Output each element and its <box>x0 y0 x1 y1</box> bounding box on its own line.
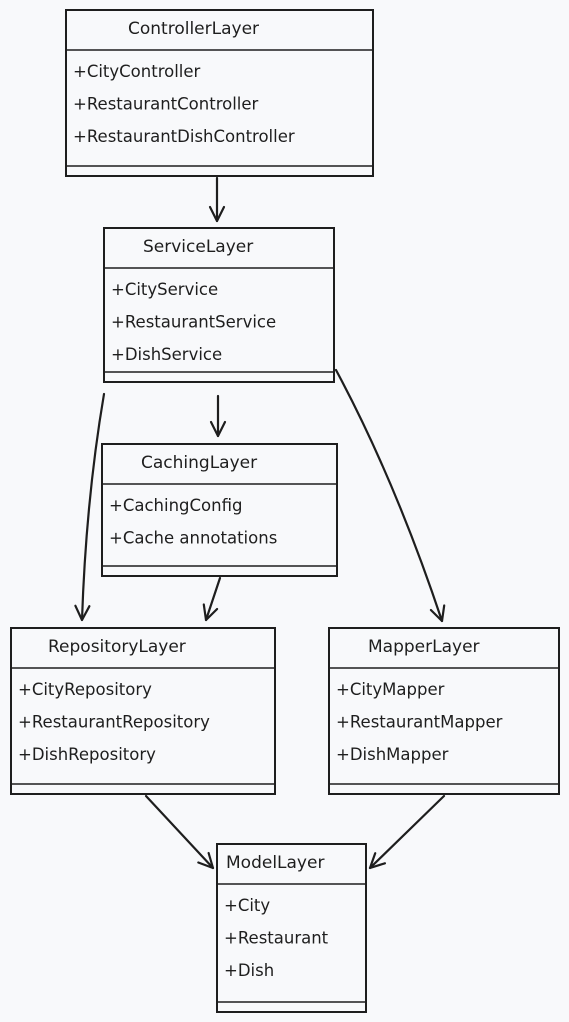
box-service: ServiceLayer +CityService +RestaurantServi… <box>103 227 335 383</box>
box-border <box>216 843 367 1013</box>
arrow-head-icon <box>429 604 446 623</box>
arrow-head-icon <box>197 851 215 870</box>
box-item: +RestaurantController <box>73 95 259 114</box>
box-controller: ControllerLayer +CityController +Restauran… <box>65 9 374 177</box>
box-title: ModelLayer <box>226 853 324 873</box>
box-item: +Restaurant <box>224 929 329 948</box>
box-title: ServiceLayer <box>143 237 253 257</box>
box-border <box>10 627 276 795</box>
box-item: +Cache annotations <box>109 529 277 548</box>
box-item: +CityController <box>73 62 201 81</box>
edge-mapper-to-model <box>368 794 446 870</box>
box-mapper: MapperLayer +CityMapper +RestaurantMapper +… <box>328 627 560 795</box>
arrow-head-icon <box>202 603 219 622</box>
box-border <box>103 227 335 383</box>
box-border <box>65 9 374 177</box>
edges <box>74 176 446 870</box>
arrow-head-icon <box>209 420 227 438</box>
edge-line <box>80 392 106 622</box>
arrow-head-icon <box>74 604 91 622</box>
box-item: +DishService <box>111 345 222 364</box>
box-title: CachingLayer <box>141 453 257 473</box>
box-item: +City <box>224 896 270 915</box>
edge-line <box>144 794 215 870</box>
box-title: RepositoryLayer <box>48 637 186 657</box>
edge-line <box>334 368 444 623</box>
edge-service-to-caching <box>209 394 227 438</box>
edge-line <box>368 794 446 870</box>
edge-repository-to-model <box>144 794 215 870</box>
box-item: +RestaurantMapper <box>336 713 503 732</box>
box-item: +CityRepository <box>18 680 152 699</box>
box-item: +RestaurantService <box>111 313 276 332</box>
box-item: +RestaurantRepository <box>18 713 210 732</box>
box-item: +DishMapper <box>336 745 449 764</box>
box-border <box>101 443 338 577</box>
edge-line <box>204 576 222 622</box>
box-caching: CachingLayer +CachingConfig +Cache annotat… <box>101 443 338 577</box>
edge-caching-to-repository <box>202 576 222 622</box>
edge-service-to-mapper <box>334 368 446 623</box>
layer-boxes: ControllerLayer +CityController +Restauran… <box>10 9 560 1013</box>
edge-service-to-repository <box>74 392 106 622</box>
arrow-head-icon <box>368 852 386 870</box>
box-model: ModelLayer +City +Restaurant +Dish <box>216 843 367 1013</box>
box-item: +CachingConfig <box>109 496 242 515</box>
box-item: +CityService <box>111 280 218 299</box>
box-item: +DishRepository <box>18 745 156 764</box>
box-repository: RepositoryLayer +CityRepository +Restauran… <box>10 627 276 795</box>
box-title: MapperLayer <box>368 637 480 657</box>
box-item: +RestaurantDishController <box>73 127 295 146</box>
edge-controller-to-service <box>208 176 226 223</box>
box-title: ControllerLayer <box>128 19 259 39</box>
box-border <box>328 627 560 795</box>
box-item: +Dish <box>224 961 274 980</box>
box-item: +CityMapper <box>336 680 445 699</box>
arrow-head-icon <box>208 205 226 223</box>
